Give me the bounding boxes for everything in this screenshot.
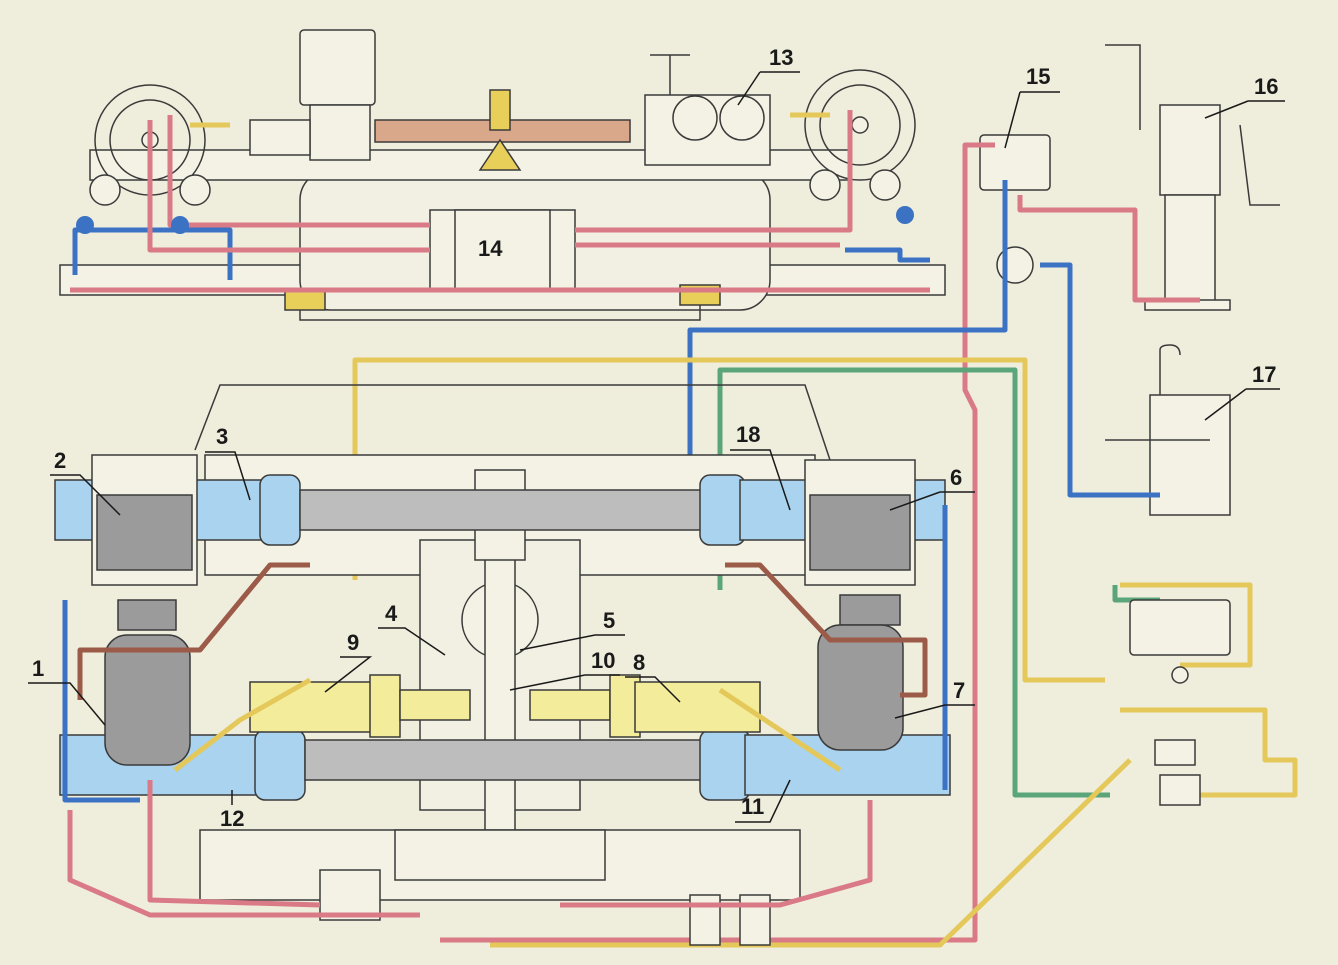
valve-block-right <box>1129 599 1231 806</box>
motor-1 <box>104 634 191 766</box>
label-6: 6 <box>950 465 962 490</box>
label-3: 3 <box>216 424 228 449</box>
label-10: 10 <box>591 648 615 673</box>
label-14: 14 <box>478 236 503 261</box>
label-1: 1 <box>32 656 44 681</box>
label-4: 4 <box>385 601 398 626</box>
label-18: 18 <box>736 422 760 447</box>
label-8: 8 <box>633 650 645 675</box>
gauge-left-2 <box>179 174 211 206</box>
pump-unit-13a <box>672 95 718 141</box>
label-11: 11 <box>741 794 764 819</box>
motor-7 <box>817 624 904 751</box>
gauge-left-1 <box>89 174 121 206</box>
cylinders <box>249 674 761 738</box>
label-2: 2 <box>54 448 66 473</box>
right-flywheel <box>804 69 916 181</box>
gauge-right-1 <box>809 169 841 201</box>
right-pipes <box>352 142 1298 948</box>
unit-16-pump-station <box>1105 44 1280 311</box>
top-gearbox-housing <box>299 29 376 106</box>
label-12: 12 <box>220 806 244 831</box>
label-17: 17 <box>1252 362 1276 387</box>
gauge-right-2 <box>869 169 901 201</box>
pump-unit-13b <box>719 95 765 141</box>
label-9: 9 <box>347 630 359 655</box>
label-13: 13 <box>769 45 793 70</box>
label-7: 7 <box>953 678 965 703</box>
top-pipes <box>70 110 930 293</box>
label-5: 5 <box>603 608 615 633</box>
bottom-pipes <box>62 505 948 918</box>
number-labels: 1 2 3 4 5 6 7 8 9 10 11 12 13 14 15 16 1… <box>28 45 1285 831</box>
gearbox-6 <box>809 494 911 571</box>
top-assembly <box>59 29 946 321</box>
unit-17-tank <box>1105 344 1231 516</box>
cylinder-8 <box>634 681 761 733</box>
label-16: 16 <box>1254 74 1278 99</box>
drums <box>54 474 951 801</box>
bottom-frame <box>194 384 831 946</box>
cylinder-9 <box>249 681 376 733</box>
label-15: 15 <box>1026 64 1050 89</box>
